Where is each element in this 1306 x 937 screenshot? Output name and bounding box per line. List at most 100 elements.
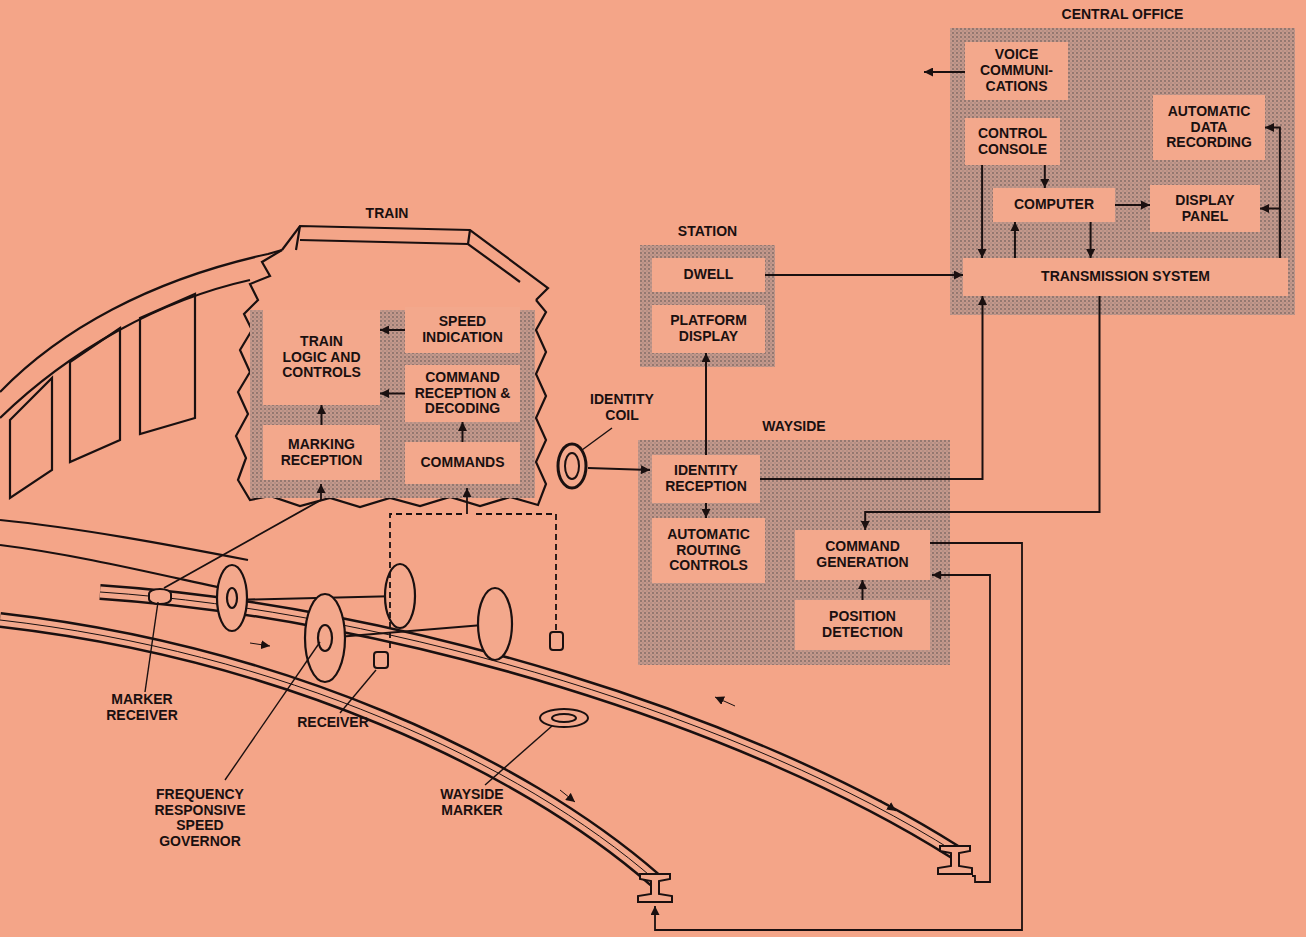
cutaway-edge: [236, 250, 546, 507]
signal-wire: [588, 468, 650, 470]
wayside-panel: [638, 440, 950, 665]
car-outline: [0, 280, 250, 418]
process-box: TRANSMISSION SYSTEM: [963, 258, 1288, 296]
identity-coil: [565, 453, 579, 479]
process-box: SPEED INDICATION: [405, 307, 520, 353]
process-box: AUTOMATIC ROUTING CONTROLS: [652, 518, 765, 583]
process-box: COMMANDS: [405, 442, 520, 484]
connector-arrow: [380, 329, 405, 331]
process-box: PLATFORM DISPLAY: [652, 305, 765, 353]
process-box: CONTROL CONSOLE: [965, 118, 1060, 165]
connector-arrow: [321, 405, 323, 425]
wires: [164, 72, 1022, 930]
leader-line: [225, 642, 320, 780]
wheel-hub: [318, 625, 332, 651]
process-box: COMMAND RECEPTION & DECODING: [405, 365, 520, 422]
part-label: IDENTITY COIL: [572, 392, 672, 423]
group-heading: WAYSIDE: [638, 419, 950, 435]
box-label: COMMAND GENERATION: [799, 539, 926, 570]
leader-line: [340, 670, 376, 713]
wheel: [217, 565, 247, 631]
group-heading: TRAIN: [327, 206, 447, 222]
part-label: MARKER RECEIVER: [87, 692, 197, 723]
car-window: [10, 378, 52, 498]
sensors: [149, 444, 588, 727]
box-label: SPEED INDICATION: [409, 314, 516, 345]
track-circuit-wire: [655, 543, 1022, 930]
process-box: COMPUTER: [993, 188, 1115, 222]
car-outline: [0, 520, 248, 560]
car-roof: [300, 240, 520, 282]
connector-arrow: [765, 274, 963, 276]
process-box: IDENTITY RECEPTION: [652, 455, 760, 503]
current-arrow: [250, 643, 270, 646]
box-label: AUTOMATIC DATA RECORDING: [1157, 104, 1261, 151]
process-box: COMMAND GENERATION: [795, 530, 930, 580]
receiver: [374, 652, 388, 668]
group-panel: CENTRAL OFFICEVOICE COMMUNI- CATIONSAUTO…: [950, 28, 1295, 315]
process-box: MARKING RECEPTION: [263, 425, 380, 480]
process-box: DISPLAY PANEL: [1150, 185, 1260, 232]
wheel-hub: [227, 588, 237, 608]
box-label: CONTROL CONSOLE: [969, 126, 1056, 157]
voice-link: [924, 71, 965, 73]
process-box: VOICE COMMUNI- CATIONS: [965, 42, 1068, 100]
wheelsets: [217, 564, 512, 682]
box-label: PLATFORM DISPLAY: [656, 313, 761, 344]
connector-arrow: [981, 165, 983, 258]
car-roof: [296, 226, 470, 250]
receiver: [550, 632, 563, 650]
group-heading: STATION: [640, 224, 775, 240]
signal-wire: [164, 484, 321, 588]
wheel: [305, 594, 345, 682]
connector-arrow: [760, 296, 983, 479]
connector-arrow: [705, 503, 707, 518]
connector-arrow: [862, 580, 864, 600]
rail-section: [938, 846, 972, 874]
process-box: DWELL: [652, 258, 765, 292]
train-car: [0, 226, 548, 592]
central-office-panel: [950, 28, 1295, 315]
connector-arrow: [1090, 222, 1092, 258]
identity-coil: [558, 444, 586, 488]
track-circuit-wire: [932, 575, 990, 882]
box-label: POSITION DETECTION: [799, 609, 926, 640]
car-outline: [0, 545, 240, 592]
group-panel: STATIONDWELLPLATFORM DISPLAY: [640, 245, 775, 367]
box-label: DWELL: [684, 267, 734, 283]
connector-arrow: [1014, 222, 1016, 258]
signal-wire: [390, 514, 462, 648]
current-arrow: [715, 697, 735, 706]
process-box: AUTOMATIC DATA RECORDING: [1153, 95, 1265, 160]
car-roof: [282, 226, 548, 300]
connector-arrow: [1265, 128, 1280, 259]
wayside-marker: [540, 709, 588, 727]
leader-line: [582, 428, 612, 450]
process-box: POSITION DETECTION: [795, 600, 930, 650]
box-label: COMMANDS: [421, 455, 505, 471]
connector-arrow: [1115, 204, 1150, 206]
box-label: TRANSMISSION SYSTEM: [1041, 269, 1210, 285]
axle: [325, 624, 495, 638]
wheel: [478, 588, 512, 660]
leader-line: [485, 726, 552, 785]
box-label: MARKING RECEPTION: [267, 437, 376, 468]
box-label: IDENTITY RECEPTION: [656, 463, 756, 494]
box-label: COMMAND RECEPTION & DECODING: [413, 370, 513, 417]
part-label: RECEIVER: [283, 715, 383, 731]
group-heading: CENTRAL OFFICE: [950, 7, 1295, 23]
group-panel: WAYSIDEIDENTITY RECEPTIONAUTOMATIC ROUTI…: [638, 440, 950, 665]
connector-arrow: [462, 422, 464, 442]
leader-lines: [145, 428, 612, 785]
connector-arrow: [380, 393, 405, 395]
box-label: TRAIN LOGIC AND CONTROLS: [279, 334, 364, 381]
rail-section: [638, 874, 672, 902]
connector-arrow: [1260, 209, 1280, 259]
box-label: VOICE COMMUNI- CATIONS: [969, 47, 1064, 94]
box-label: AUTOMATIC ROUTING CONTROLS: [656, 527, 761, 574]
leader-line: [145, 602, 158, 692]
connector-arrow: [705, 353, 707, 455]
signal-wire: [472, 514, 556, 630]
